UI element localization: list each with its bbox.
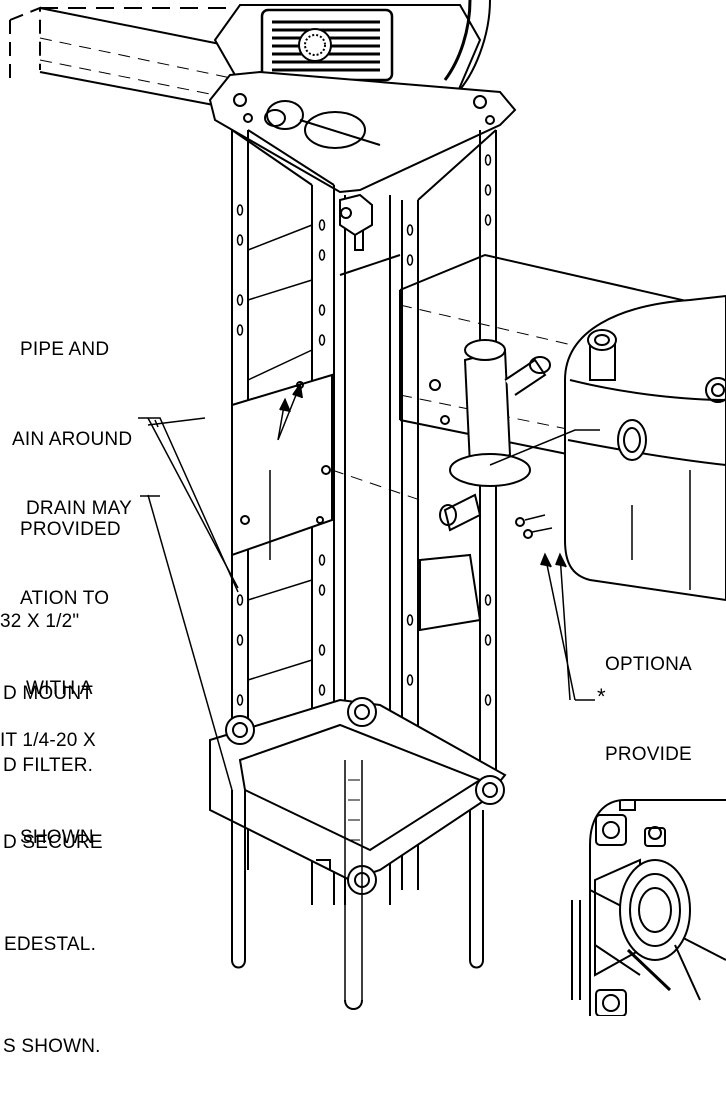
pedestal-assembly-drawing [9,0,726,1016]
drain-note-line-1: PIPE AND [20,339,110,360]
drain-optional-line-3: WITH A [26,678,93,699]
inlet-valve [339,193,373,251]
bolts-note: IT 1/4-20 X D SECURE EDESTAL. S SHOWN. [0,656,103,1098]
drain-optional-line-2: ATION TO [20,588,110,609]
screws-note-line-1: 32 X 1/2" [0,611,80,632]
optional-filter-note: OPTIONA PROVIDE [605,590,692,800]
drain-optional-line-1: DRAIN MAY [26,498,132,519]
drain-optional-note: DRAIN MAY ATION TO WITH A [0,434,132,734]
fountain-bowl [564,294,726,602]
upper-arm [9,6,251,111]
anchor-bolts [231,760,484,1010]
filter-screws [515,514,576,701]
drain-note-line-2: AIN AROUND [12,429,133,450]
optional-filter [419,339,551,632]
drain-note: PIPE AND AIN AROUND PROVIDED [0,275,132,575]
optional-filter-line-2: PROVIDE [605,744,692,765]
top-flange [208,70,517,194]
screws-note-line-4: SHOWN [20,827,94,848]
optional-filter-line-1: OPTIONA [605,654,692,675]
drain-note-line-3: PROVIDED [20,519,121,540]
bubbler [587,329,617,381]
bolts-note-line-3: EDESTAL. [4,934,97,955]
detail-inset [571,799,726,1016]
screws-note-line-2: D MOUNT [3,683,94,704]
leader-lines [138,417,600,791]
screws-note: 32 X 1/2" D MOUNT D FILTER. SHOWN [0,562,94,874]
screws-note-line-3: D FILTER. [3,755,94,776]
base-plate [209,697,507,895]
bolts-note-line-1: IT 1/4-20 X [0,730,96,751]
bolts-note-line-4: S SHOWN. [3,1036,101,1057]
bolts-note-line-2: D SECURE [3,832,103,853]
mounting-bracket [231,373,421,560]
star-marker: * [597,684,606,709]
